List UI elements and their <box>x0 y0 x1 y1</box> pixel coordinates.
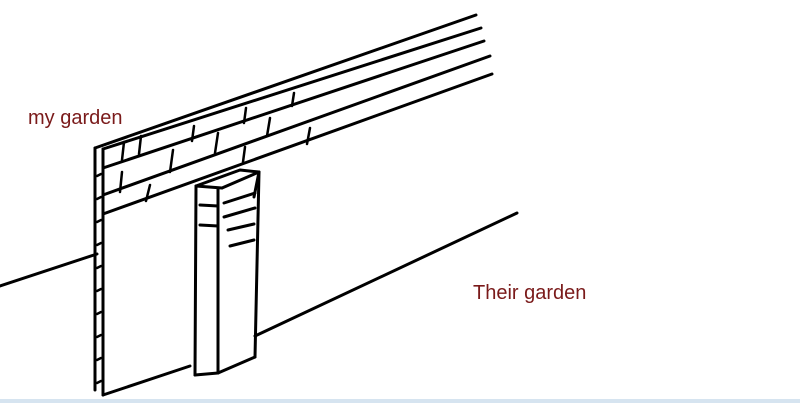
brick-joints-top <box>118 91 312 203</box>
bottom-edge-strip <box>0 399 800 403</box>
brick-joints-side <box>95 172 103 385</box>
their-garden-label: Their garden <box>473 282 587 304</box>
wall-top-lines <box>93 13 494 216</box>
ground-line-left <box>0 252 99 288</box>
ground-line-right <box>253 211 519 338</box>
pier <box>193 168 261 377</box>
my-garden-label: my garden <box>28 107 123 129</box>
wall-bottom-edge <box>101 364 192 397</box>
